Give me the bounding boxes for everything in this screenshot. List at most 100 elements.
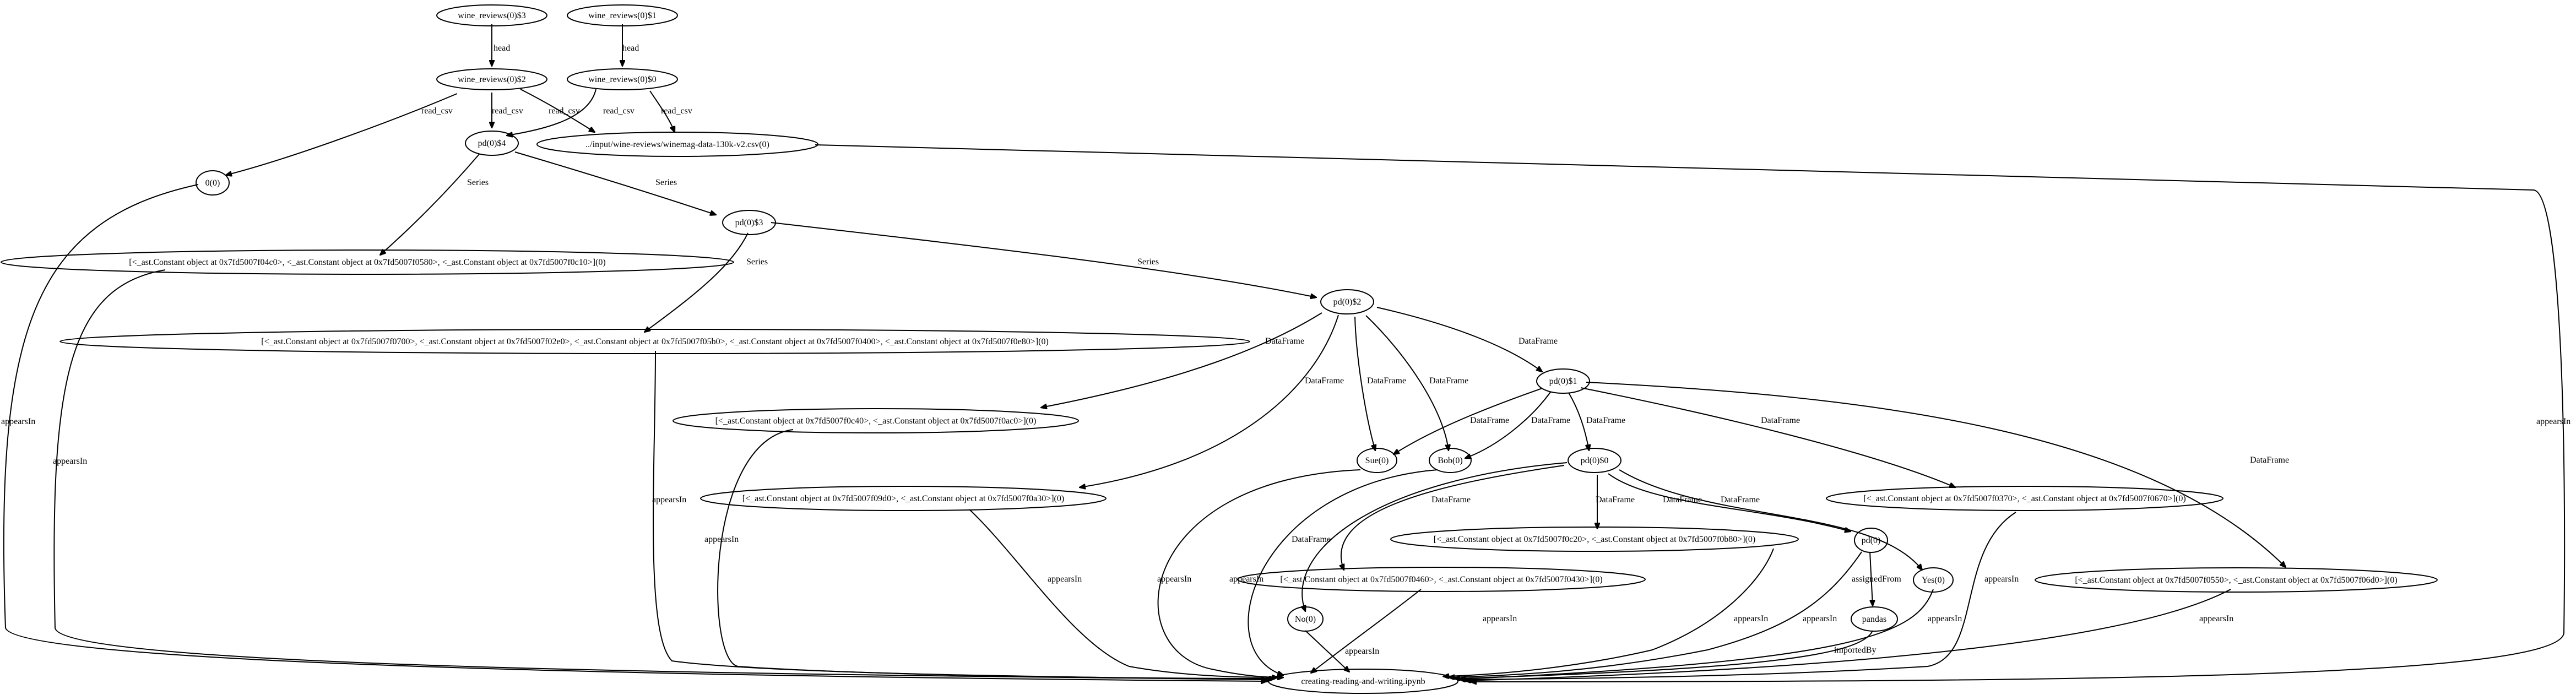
edge-pd2-sue	[1354, 316, 1375, 451]
node-pd-0[interactable]: pd(0)$0	[1568, 448, 1621, 473]
node-sue[interactable]: Sue(0)	[1357, 448, 1397, 473]
node-constant-list-8[interactable]: [<_ast.Constant object at 0x7fd5007f0550…	[2035, 567, 2438, 593]
node-wine-reviews-0[interactable]: wine_reviews(0)$0	[567, 68, 678, 90]
node-constant-list-3[interactable]: [<_ast.Constant object at 0x7fd5007f0c40…	[673, 408, 1079, 433]
edge-label-appears-in: appearsIn	[2536, 417, 2570, 426]
node-constant-list-4[interactable]: [<_ast.Constant object at 0x7fd5007f09d0…	[700, 486, 1107, 511]
edge-label-dataframe: DataFrame	[1470, 416, 1509, 425]
node-wine-reviews-2[interactable]: wine_reviews(0)$2	[436, 68, 547, 90]
edge-label-appears-in: appearsIn	[1734, 614, 1768, 623]
node-pd-1[interactable]: pd(0)$1	[1536, 368, 1590, 394]
node-pd-3[interactable]: pd(0)$3	[722, 210, 776, 235]
node-pd-2[interactable]: pd(0)$2	[1320, 289, 1374, 314]
node-label: Sue(0)	[1365, 456, 1389, 465]
edge-label-series: Series	[467, 178, 489, 187]
edge-pd1-pd0	[1568, 392, 1589, 451]
edge-pd0-no	[1302, 462, 1568, 611]
edge-pd0-pdz	[1608, 473, 1851, 531]
node-constant-list-6[interactable]: [<_ast.Constant object at 0x7fd5007f0c20…	[1390, 527, 1799, 552]
node-constant-list-2[interactable]: [<_ast.Constant object at 0x7fd5007f0700…	[59, 329, 1250, 354]
edge-zero-nb	[3, 184, 1267, 681]
node-constant-list-1[interactable]: [<_ast.Constant object at 0x7fd5007f04c0…	[1, 249, 734, 275]
edge-label-read-csv: read_csv	[421, 106, 453, 116]
node-label: pandas	[1862, 615, 1886, 624]
node-label: [<_ast.Constant object at 0x7fd5007f09d0…	[742, 494, 1064, 503]
node-zero[interactable]: 0(0)	[196, 170, 230, 196]
edge-pd0-c7	[1341, 465, 1565, 570]
edge-c5-nb	[1460, 512, 2016, 680]
node-pd[interactable]: pd(0)	[1854, 528, 1888, 553]
node-notebook[interactable]: creating-reading-and-writing.ipynb	[1268, 669, 1458, 694]
node-label: [<_ast.Constant object at 0x7fd5007f04c0…	[129, 258, 606, 267]
edge-label-dataframe: DataFrame	[1586, 416, 1625, 425]
edge-label-dataframe: DataFrame	[1431, 495, 1471, 504]
node-pandas[interactable]: pandas	[1851, 606, 1898, 632]
edge-label-appears-in: appearsIn	[1, 417, 35, 426]
edge-sue-nb	[1157, 469, 1361, 677]
edge-label-read-csv: read_csv	[661, 106, 692, 116]
edge-pd2-c4	[1080, 314, 1339, 487]
edge-pd2-bob	[1365, 315, 1449, 451]
edge-pd0-yes	[1619, 469, 1922, 570]
edge-label-read-csv: read_csv	[549, 106, 580, 116]
edge-wr0-pd4	[507, 89, 596, 135]
edge-c8-nb	[1465, 589, 2231, 681]
edge-pd2-c3	[1041, 312, 1322, 408]
edge-label-appears-in: appearsIn	[1229, 574, 1263, 584]
edge-label-dataframe: DataFrame	[1305, 376, 1344, 386]
edge-label-dataframe: DataFrame	[1519, 337, 1558, 346]
edge-c3-nb	[717, 429, 1275, 679]
edge-label-series: Series	[1137, 257, 1159, 267]
edge-labels: head head read_csv read_csv read_csv rea…	[1, 44, 2570, 656]
edge-label-dataframe: DataFrame	[1721, 495, 1760, 504]
edge-pd3-pd2	[771, 222, 1316, 297]
node-wine-reviews-3[interactable]: wine_reviews(0)$3	[436, 4, 547, 26]
node-no[interactable]: No(0)	[1287, 606, 1324, 632]
edge-pdz-nb	[1449, 551, 1862, 677]
edge-pd1-sue	[1393, 388, 1543, 454]
edge-c1-nb	[53, 269, 1267, 680]
node-constant-list-7[interactable]: [<_ast.Constant object at 0x7fd5007f0460…	[1237, 567, 1646, 592]
edge-label-appears-in: appearsIn	[1048, 574, 1082, 584]
node-label: wine_reviews(0)$2	[458, 75, 526, 84]
edge-pd2-pd1	[1376, 307, 1542, 372]
node-constant-list-5[interactable]: [<_ast.Constant object at 0x7fd5007f0370…	[1826, 486, 2224, 511]
edge-label-read-csv: read_csv	[492, 106, 523, 116]
edge-label-appears-in: appearsIn	[652, 495, 686, 504]
edge-label-dataframe: DataFrame	[1367, 376, 1406, 386]
node-label: wine_reviews(0)$1	[588, 11, 657, 20]
edge-label-appears-in: appearsIn	[2199, 614, 2233, 623]
node-pd-4[interactable]: pd(0)$4	[465, 131, 519, 156]
node-wine-reviews-1[interactable]: wine_reviews(0)$1	[567, 4, 678, 26]
node-label: Bob(0)	[1438, 456, 1462, 465]
node-label: [<_ast.Constant object at 0x7fd5007f0460…	[1280, 575, 1602, 584]
node-label: ../input/wine-reviews/winemag-data-130k-…	[585, 140, 769, 149]
node-label: [<_ast.Constant object at 0x7fd5007f0700…	[261, 337, 1049, 346]
edge-pd1-bob	[1465, 392, 1551, 458]
node-label: wine_reviews(0)$0	[588, 75, 657, 84]
edge-label-appears-in: appearsIn	[704, 535, 739, 544]
edge-label-series: Series	[655, 178, 677, 187]
edge-c4-nb	[969, 509, 1278, 677]
node-csv-path[interactable]: ../input/wine-reviews/winemag-data-130k-…	[536, 132, 818, 157]
edge-label-appears-in: appearsIn	[53, 457, 87, 466]
edge-label-appears-in: appearsIn	[1803, 614, 1837, 623]
edge-csv-nb	[815, 144, 2566, 682]
edge-label-assigned-from: assignedFrom	[1852, 574, 1901, 584]
node-label: [<_ast.Constant object at 0x7fd5007f0550…	[2075, 576, 2397, 585]
edge-c7-nb	[1311, 589, 1422, 673]
edge-label-dataframe: DataFrame	[1429, 376, 1468, 386]
node-label: pd(0)$2	[1333, 297, 1362, 307]
edge-label-dataframe: DataFrame	[1531, 416, 1570, 425]
edge-pd1-c8	[1586, 382, 2286, 567]
nodes: wine_reviews(0)$3 wine_reviews(0)$1 wine…	[1, 4, 2438, 694]
edge-pd1-c5	[1580, 387, 1955, 487]
edge-pd3-c2	[644, 232, 749, 332]
node-bob[interactable]: Bob(0)	[1429, 448, 1472, 473]
edge-label-dataframe: DataFrame	[1761, 416, 1800, 425]
node-yes[interactable]: Yes(0)	[1913, 567, 1954, 593]
edge-c6-nb	[1443, 548, 1774, 676]
edge-wr0-csv	[649, 90, 675, 132]
edge-label-read-csv: read_csv	[603, 106, 634, 116]
